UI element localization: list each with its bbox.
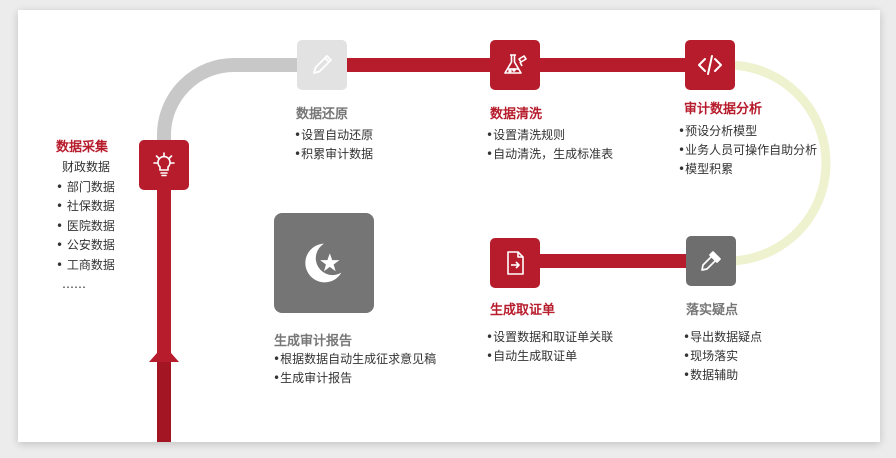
clean-node [490, 40, 540, 90]
source-item: 财政数据 [62, 160, 111, 174]
restore-list: •设置自动还原 •积累审计数据 [294, 126, 373, 164]
lightbulb-icon [153, 152, 175, 177]
source-item: • 医院数据 [56, 218, 115, 233]
source-item: • 部门数据 [56, 179, 115, 194]
evidence-title: 生成取证单 [490, 303, 556, 318]
source-title: 数据采集 [56, 140, 109, 155]
report-title: 生成审计报告 [274, 334, 353, 349]
code-icon [698, 55, 722, 75]
evidence-item: •设置数据和取证单关联 [486, 330, 614, 344]
report-list: •根据数据自动生成征求意见稿 •生成审计报告 [273, 350, 436, 388]
clean-item: •自动清洗，生成标准表 [486, 147, 614, 161]
clean-list: •设置清洗规则 •自动清洗，生成标准表 [486, 126, 613, 164]
restore-title: 数据还原 [296, 107, 349, 122]
analyze-title: 审计数据分析 [684, 102, 763, 117]
analyze-item: •预设分析模型 [678, 124, 758, 138]
restore-item: •积累审计数据 [294, 147, 374, 161]
crescent-star-icon [305, 243, 342, 283]
clean-item: •设置清洗规则 [486, 128, 566, 142]
analyze-list: •预设分析模型 •业务人员可操作自助分析 •模型积累 [678, 122, 817, 179]
source-item: • 公安数据 [56, 238, 115, 252]
analyze-item: •模型积累 [678, 162, 734, 176]
doubts-item: •导出数据疑点 [683, 330, 763, 344]
flask-icon [504, 54, 527, 74]
doubts-item: •现场落实 [683, 349, 739, 363]
doubts-node [686, 236, 736, 286]
doubts-item: •数据辅助 [683, 368, 739, 382]
pencil-icon [313, 55, 332, 74]
path-segment-source-to-restore [157, 58, 318, 155]
lightbulb-node [139, 140, 189, 190]
doubts-list: •导出数据疑点 •现场落实 •数据辅助 [683, 328, 762, 385]
analyze-node [685, 40, 735, 90]
restore-node [297, 40, 347, 90]
source-item: …… [62, 277, 86, 291]
source-item: • 社保数据 [56, 199, 115, 213]
evidence-list: •设置数据和取证单关联 •自动生成取证单 [486, 328, 613, 366]
source-item: • 工商数据 [56, 257, 115, 272]
arrow-shaft [157, 362, 171, 442]
report-node [274, 213, 374, 313]
path-segment-analyze-to-doubts [727, 60, 831, 266]
up-arrow-icon [149, 345, 179, 362]
evidence-node [490, 238, 540, 288]
clean-title: 数据清洗 [490, 107, 543, 122]
eyedropper-icon [701, 251, 721, 271]
source-list: 财政数据 • 部门数据 • 社保数据 • 医院数据 • 公安数据 • 工商数据 … [56, 158, 115, 295]
doubts-title: 落实疑点 [686, 303, 739, 318]
restore-item: •设置自动还原 [294, 128, 374, 142]
diagram-card: 数据采集 财政数据 • 部门数据 • 社保数据 • 医院数据 • 公安数据 • … [18, 10, 880, 442]
analyze-item: •业务人员可操作自助分析 [678, 143, 818, 157]
evidence-item: •自动生成取证单 [486, 349, 578, 363]
report-item: •根据数据自动生成征求意见稿 [273, 352, 437, 366]
report-item: •生成审计报告 [273, 371, 353, 385]
document-export-icon [507, 251, 524, 275]
